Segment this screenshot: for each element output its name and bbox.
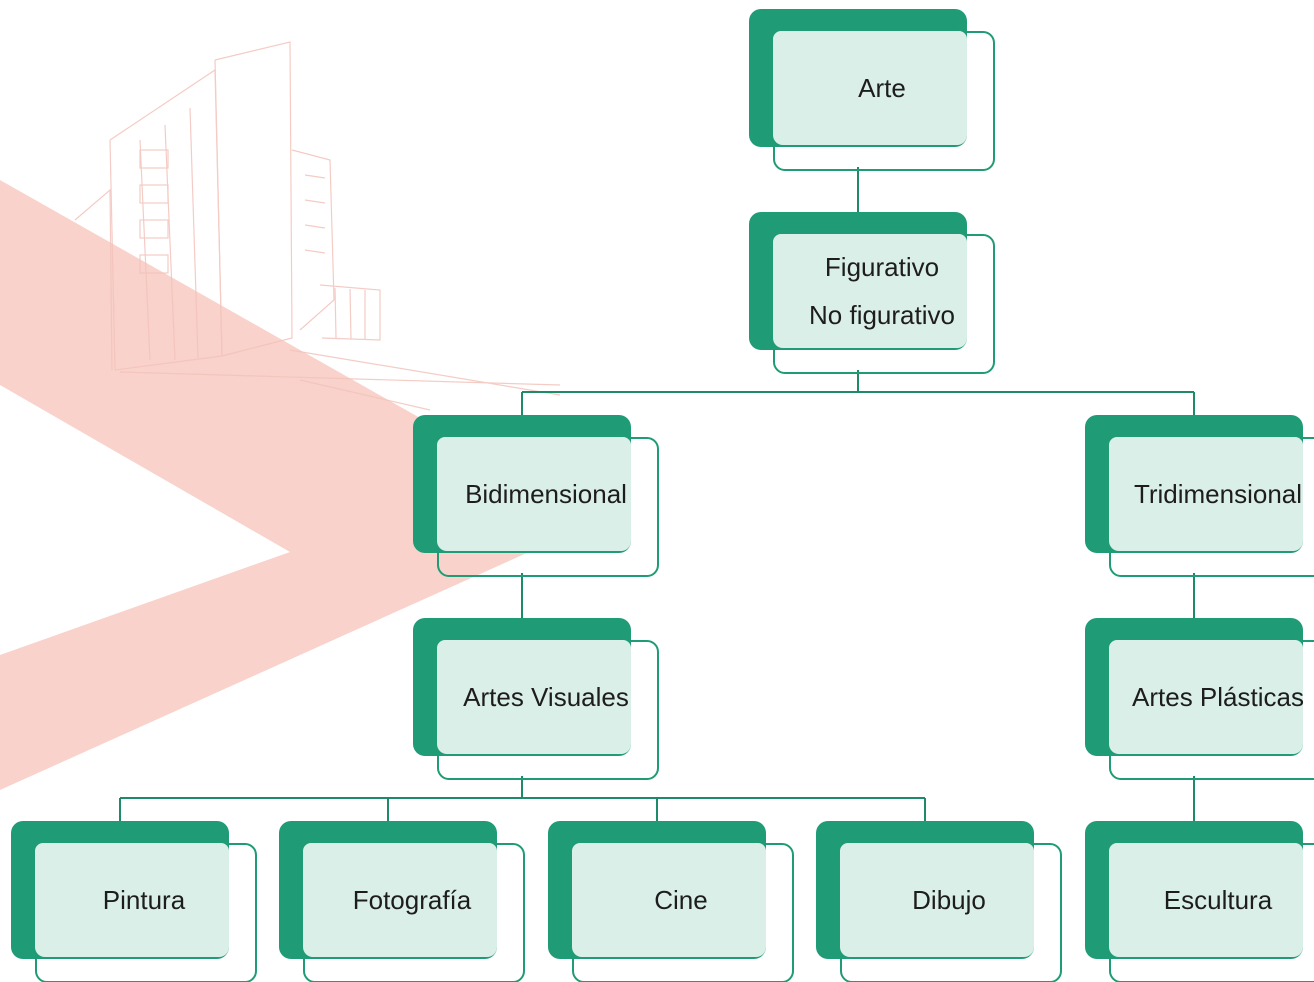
node-label-line: Pintura xyxy=(102,885,186,915)
node-arte: Arte xyxy=(749,9,995,171)
node-label: Figurativo No figurativo xyxy=(773,234,991,348)
node-label-line: Escultura xyxy=(1163,885,1273,915)
node-bidimensional: Bidimensional xyxy=(413,415,659,577)
node-pintura: Pintura xyxy=(11,821,257,982)
node-tridimensional: Tridimensional xyxy=(1085,415,1314,577)
node-escultura: Escultura xyxy=(1085,821,1314,982)
node-label: Artes Plásticas xyxy=(1109,640,1314,754)
node-label: Tridimensional xyxy=(1109,437,1314,551)
node-label-line: Dibujo xyxy=(912,885,986,915)
node-label: Arte xyxy=(773,31,991,145)
node-dibujo: Dibujo xyxy=(816,821,1062,982)
node-label-line: Artes Visuales xyxy=(463,682,629,712)
node-label: Artes Visuales xyxy=(437,640,655,754)
node-fotografia: Fotografía xyxy=(279,821,525,982)
node-label-line: Artes Plásticas xyxy=(1132,682,1304,712)
node-figurativo: Figurativo No figurativo xyxy=(749,212,995,374)
node-label: Pintura xyxy=(35,843,253,957)
node-artes-visuales: Artes Visuales xyxy=(413,618,659,780)
node-label-line: Cine xyxy=(654,885,708,915)
node-label: Cine xyxy=(572,843,790,957)
node-label-line: Figurativo xyxy=(824,252,940,282)
watermark-arrow xyxy=(0,180,600,790)
node-label: Escultura xyxy=(1109,843,1314,957)
node-cine: Cine xyxy=(548,821,794,982)
node-label-line: Fotografía xyxy=(352,885,472,915)
node-label-line: Arte xyxy=(858,73,906,103)
node-label-line: Bidimensional xyxy=(465,479,627,509)
node-label-line: Tridimensional xyxy=(1133,479,1303,509)
watermark-building xyxy=(74,41,561,411)
node-label-line: No figurativo xyxy=(809,300,955,330)
node-label: Dibujo xyxy=(840,843,1058,957)
node-artes-plasticas: Artes Plásticas xyxy=(1085,618,1314,780)
node-label: Bidimensional xyxy=(437,437,655,551)
node-label: Fotografía xyxy=(303,843,521,957)
